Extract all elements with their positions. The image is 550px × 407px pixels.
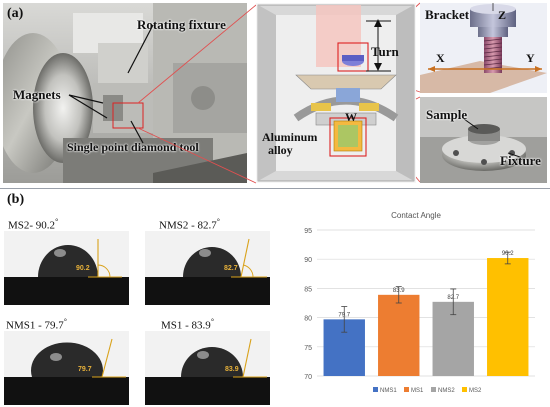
droplet-image: 83.9 [145,331,270,405]
legend-label: NMS2 [438,388,455,394]
label-bracket: Bracket [425,7,470,22]
legend-label: MS2 [469,388,482,394]
panel-b-label: (b) [7,192,25,207]
panel-b: (b) MS2- 90.2° 90.2 NMS2 - 82.7° 82.7 [0,190,550,407]
droplet-image: 90.2 [4,231,129,305]
y-tick-label: 90 [304,257,312,264]
schematic-illustration [257,4,415,182]
droplet-image: 79.7 [4,331,129,405]
sample-photo: Sample Fixture [420,97,547,183]
angle-value: 82.7 [224,265,238,272]
data-label: 79.7 [338,312,350,318]
y-tick-label: 70 [304,374,312,381]
label-y: Y [526,51,535,65]
label-z: Z [498,8,507,22]
setup-schematic: Turn W Aluminum alloy [256,3,416,183]
chart-title: Contact Angle [391,211,441,220]
droplet-label: NMS1 - 79.7° [6,317,67,332]
label-x: X [436,51,445,65]
bar-ms1 [378,294,420,376]
panel-a-label: (a) [7,6,24,21]
label-magnets: Magnets [13,87,61,102]
panel-a: Rotating fixture Magnets Single point di… [0,0,550,184]
y-tick-label: 85 [304,286,312,293]
label-sample: Sample [426,107,468,122]
data-label: 82.7 [447,295,459,301]
droplet-ms1: MS1 - 83.9° 83.9 [145,317,270,405]
bar-ms2 [487,258,529,376]
machine-photo: Rotating fixture Magnets Single point di… [3,3,247,183]
panel-divider [0,188,550,189]
legend-swatch [462,387,467,392]
photo-arrows [68,24,154,144]
data-label: 90.2 [502,251,514,257]
sample-illustration [420,97,547,183]
droplet-label: MS1 - 83.9° [161,317,215,332]
label-turn: Turn [371,44,399,59]
data-label: 83.9 [393,288,405,294]
droplet-nms2: NMS2 - 82.7° 82.7 [145,217,270,305]
angle-value: 90.2 [76,265,90,272]
angle-value: 83.9 [225,366,239,373]
label-fixture: Fixture [500,153,541,168]
droplet-label: MS2- 90.2° [8,217,59,232]
droplet-ms2: MS2- 90.2° 90.2 [4,217,129,305]
angle-value: 79.7 [78,366,92,373]
label-alloy: alloy [268,143,293,157]
bracket-illustration [420,3,547,93]
legend-swatch [373,387,378,392]
label-aluminum: Aluminum [262,130,318,144]
legend-label: MS1 [411,388,424,394]
legend-swatch [404,387,409,392]
label-w: W [345,110,357,124]
legend-label: NMS1 [380,388,397,394]
contact-angle-chart: Contact Angle 79.7 83.9 82.7 90.2 70 75 80 85 9… [304,211,535,394]
droplet-image: 82.7 [145,231,270,305]
legend-swatch [431,387,436,392]
droplet-label: NMS2 - 82.7° [159,217,220,232]
y-tick-label: 80 [304,316,312,323]
droplet-nms1: NMS1 - 79.7° 79.7 [4,317,129,405]
bracket-render: Bracket Z X Y [420,3,547,93]
y-tick-label: 95 [304,228,312,235]
y-tick-label: 75 [304,345,312,352]
